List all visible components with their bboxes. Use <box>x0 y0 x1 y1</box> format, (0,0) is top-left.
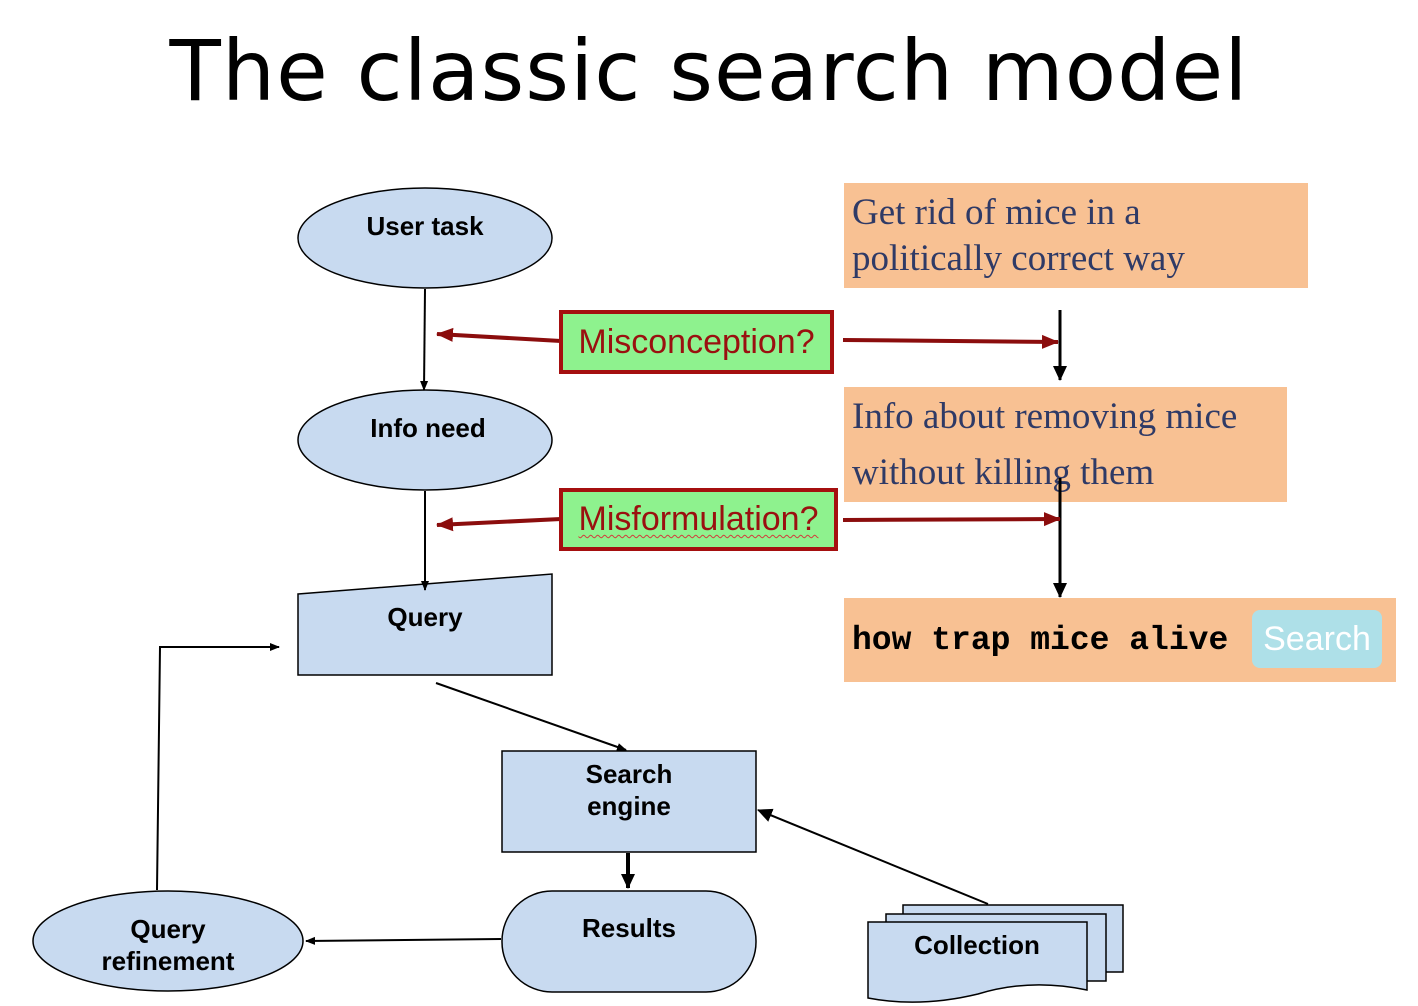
search-engine-label-line2: engine <box>587 791 671 821</box>
task-example-line1: Get rid of mice in a <box>852 192 1141 233</box>
collection-label: Collection <box>914 930 1040 960</box>
search-engine-label-line1: Search <box>586 759 673 789</box>
misconception-box: Misconception? <box>559 310 834 374</box>
need-example-line2: without killing them <box>852 452 1155 493</box>
user-task-node <box>297 187 553 289</box>
red-arrow-misformulation-right <box>842 512 1061 527</box>
results-node <box>501 890 757 993</box>
need-example-box: Info about removing mice without killing… <box>844 387 1287 502</box>
red-arrow-misconception-right <box>842 334 1059 349</box>
page-title: The classic search model <box>169 22 1249 120</box>
search-engine-node <box>501 750 757 853</box>
collection-node <box>867 904 1124 1003</box>
red-arrow-misconception-left <box>436 327 562 343</box>
user-task-label: User task <box>366 211 484 241</box>
task-example-box: Get rid of mice in a politically correct… <box>844 183 1308 288</box>
info-need-label: Info need <box>370 413 486 443</box>
query-refinement-label-line2: refinement <box>102 946 235 976</box>
query-refinement-node <box>32 890 304 992</box>
search-button[interactable]: Search <box>1252 610 1382 668</box>
query-example-text[interactable]: how trap mice alive <box>852 622 1229 659</box>
query-label: Query <box>387 602 463 632</box>
results-label: Results <box>582 913 676 943</box>
query-example-box: how trap mice alive Search <box>844 598 1396 682</box>
arrow-collection-to-search-engine <box>757 808 989 905</box>
misformulation-box: Misformulation? <box>559 488 838 551</box>
misformulation-label: Misformulation? <box>578 500 819 538</box>
need-example-line1: Info about removing mice <box>852 396 1238 437</box>
arrow-query-to-search-engine <box>435 682 627 751</box>
arrow-user-task-to-info-need <box>420 288 429 391</box>
task-example-line2: politically correct way <box>852 238 1185 279</box>
query-node <box>297 573 553 676</box>
misconception-label: Misconception? <box>578 322 815 361</box>
query-refinement-label-line1: Query <box>130 914 206 944</box>
arrow-results-to-query-refinement <box>305 936 502 945</box>
arrow-refinement-to-query <box>156 643 280 891</box>
red-arrow-misformulation-left <box>436 517 562 532</box>
